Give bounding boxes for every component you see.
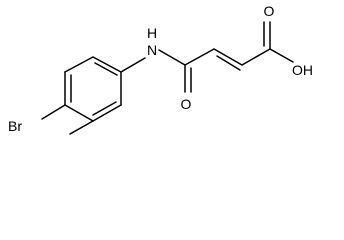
acid-c-oh-bond [269, 48, 294, 63]
ring-bond-top-left [92, 56, 122, 73]
c-br-bond [69, 120, 94, 135]
amine-hydrogen-label: H [147, 25, 157, 41]
ring-bond-top [64, 56, 94, 73]
amine-nitrogen-label: N [147, 42, 157, 58]
ring-n-bond [120, 57, 146, 73]
bromine-label: Br [8, 118, 22, 134]
ring-bond-top-left-inner [94, 62, 118, 76]
alkene-bond [213, 48, 243, 66]
c-br-bond-lower [41, 104, 66, 120]
carbonyl-alkene-bond [184, 48, 215, 66]
ring-bond-bottom-right [92, 104, 122, 122]
n-carbonyl-bond [158, 49, 186, 66]
benzene-ring [64, 56, 122, 122]
alkene-bond-double [216, 55, 241, 71]
chemical-structure: H N O O OH Br [8, 3, 313, 135]
acid-oxygen-label: O [264, 3, 275, 19]
ring-bond-bottom-right-inner [92, 101, 117, 116]
carbonyl-oxygen-label: O [181, 96, 192, 112]
alkene-acid-bond [241, 48, 271, 66]
acid-hydroxyl-label: OH [292, 62, 313, 78]
ring-bond-bottom-left [64, 104, 94, 122]
